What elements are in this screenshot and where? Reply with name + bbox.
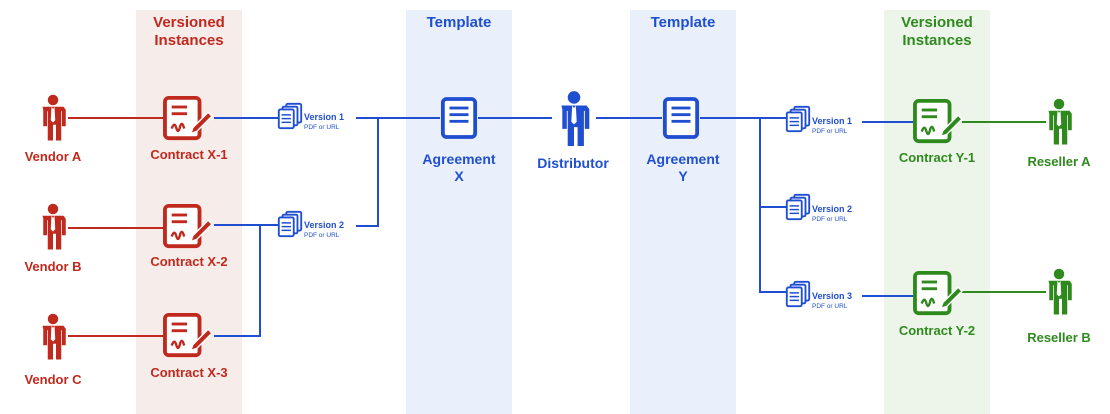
vendor-a-person-icon: [42, 94, 66, 141]
template-x-band: [406, 10, 512, 414]
version-y3-stacked-documents-icon: [785, 280, 811, 308]
version-x2-stacked-documents-icon: [277, 210, 303, 238]
version-y3-label: Version 3: [812, 291, 852, 301]
reseller-a-label: Reseller A: [1027, 154, 1091, 169]
version-y3-sublabel: PDF or URL: [812, 303, 848, 310]
version-x1-stacked-documents-icon: [277, 102, 303, 130]
version-x2-sublabel: PDF or URL: [304, 232, 340, 239]
vendor-band-title-line2: Instances: [154, 32, 223, 49]
contract-x2-label: Contract X-2: [150, 254, 227, 269]
vendor-connectors: [68, 117, 164, 337]
version-y2-stacked-documents-icon: [785, 193, 811, 221]
contract-x3-label: Contract X-3: [150, 365, 227, 380]
agreement-y-label-line1: Agreement: [646, 151, 719, 167]
vendor-c-label: Vendor C: [24, 372, 82, 387]
distributor-person-icon: [561, 91, 590, 146]
agreement-x-label-line2: X: [454, 168, 464, 184]
agreement-x-document-icon: [440, 97, 478, 139]
reseller-band-title-line2: Instances: [902, 32, 971, 49]
vendor-a-label: Vendor A: [25, 149, 82, 164]
reseller-b-label: Reseller B: [1027, 330, 1091, 345]
reseller-connectors: [962, 121, 1046, 293]
contract-y2-label: Contract Y-2: [899, 323, 975, 338]
version-y2-label: Version 2: [812, 204, 852, 214]
version-y1-label: Version 1: [812, 116, 852, 126]
version-x2-label: Version 2: [304, 220, 344, 230]
contract-x1-label: Contract X-1: [150, 147, 227, 162]
template-y-band: [630, 10, 736, 414]
reseller-b-person-icon: [1048, 268, 1072, 315]
reseller-band-title-line1: Versioned: [901, 14, 973, 31]
version-y1-sublabel: PDF or URL: [812, 128, 848, 135]
vendor-b-person-icon: [42, 203, 66, 250]
blue-connectors: [214, 117, 916, 337]
template-y-title: Template: [651, 14, 716, 31]
version-x1-sublabel: PDF or URL: [304, 124, 340, 131]
vendor-band-title-line1: Versioned: [153, 14, 225, 31]
distributor-label: Distributor: [537, 155, 609, 171]
vendor-c-person-icon: [42, 313, 66, 360]
version-y2-sublabel: PDF or URL: [812, 216, 848, 223]
version-x1-label: Version 1: [304, 112, 344, 122]
agreement-y-label-line2: Y: [678, 168, 688, 184]
contract-y1-label: Contract Y-1: [899, 150, 975, 165]
reseller-instances-band: [884, 10, 990, 414]
agreement-y-document-icon: [662, 97, 700, 139]
vendor-b-label: Vendor B: [24, 259, 81, 274]
template-x-title: Template: [427, 14, 492, 31]
agreement-x-label-line1: Agreement: [422, 151, 495, 167]
version-y1-stacked-documents-icon: [785, 105, 811, 133]
reseller-a-person-icon: [1048, 98, 1072, 145]
